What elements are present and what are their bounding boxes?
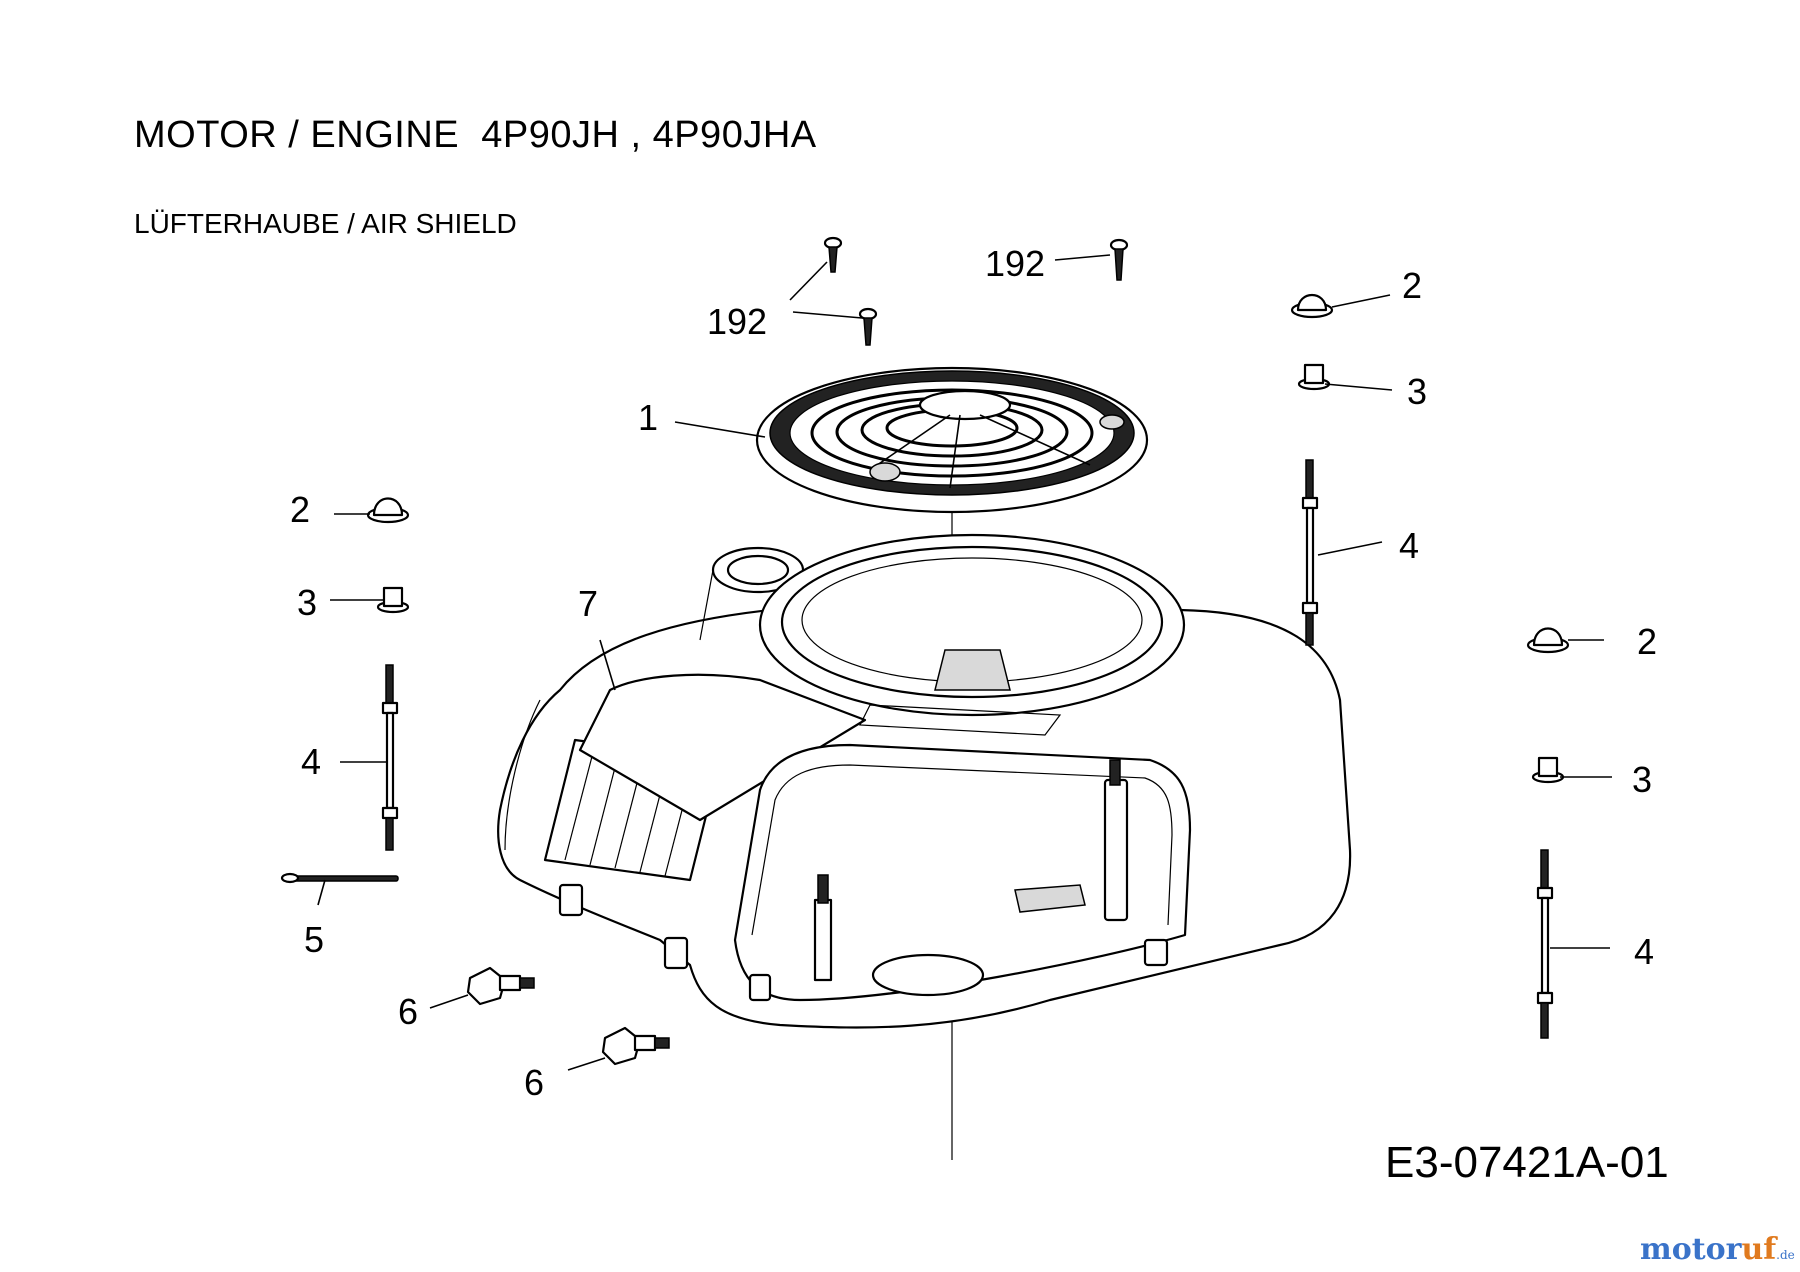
page-subtitle: LÜFTERHAUBE / AIR SHIELD <box>134 208 517 239</box>
callout-2: 2 <box>1636 621 1658 662</box>
callout-6: 6 <box>523 1062 545 1103</box>
spacer-3-right[interactable] <box>1533 758 1563 782</box>
pin-5[interactable] <box>282 874 398 882</box>
stud-4-right[interactable] <box>1538 850 1552 1038</box>
callout-192: 192 <box>706 301 768 342</box>
stud-4-right-top[interactable] <box>1303 460 1317 645</box>
callout-4: 4 <box>300 741 322 782</box>
callout-3: 3 <box>296 582 318 623</box>
spacer-3-right-top[interactable] <box>1299 365 1329 389</box>
screw-192-right[interactable] <box>1111 240 1127 280</box>
drawing-code: E3-07421A-01 <box>1385 1138 1669 1187</box>
air-shield-housing[interactable] <box>498 535 1350 1027</box>
screw-192-mid[interactable] <box>860 309 876 345</box>
callout-2: 2 <box>289 489 311 530</box>
stud-4-left[interactable] <box>383 665 397 850</box>
screw-192-top[interactable] <box>825 238 841 272</box>
callout-5: 5 <box>303 919 325 960</box>
bolt-6-lower[interactable] <box>603 1028 669 1064</box>
bolt-6-upper[interactable] <box>468 968 534 1004</box>
nut-2-left[interactable] <box>368 499 408 523</box>
callout-192: 192 <box>984 243 1046 284</box>
rotating-screen[interactable] <box>757 368 1147 512</box>
callout-3: 3 <box>1631 759 1653 800</box>
page-title: MOTOR / ENGINE 4P90JH , 4P90JHA <box>134 114 817 156</box>
callout-4: 4 <box>1398 525 1420 566</box>
leader-lines <box>318 255 1612 1070</box>
nut-2-right[interactable] <box>1528 629 1568 653</box>
callout-2: 2 <box>1401 265 1423 306</box>
callout-7: 7 <box>577 583 599 624</box>
callout-6: 6 <box>397 991 419 1032</box>
watermark-logo: motoruf.de <box>1640 1232 1795 1267</box>
nut-2-right-top[interactable] <box>1292 295 1332 317</box>
spacer-3-left[interactable] <box>378 588 408 612</box>
callout-4: 4 <box>1633 931 1655 972</box>
callout-3: 3 <box>1406 371 1428 412</box>
callout-1: 1 <box>637 397 659 438</box>
